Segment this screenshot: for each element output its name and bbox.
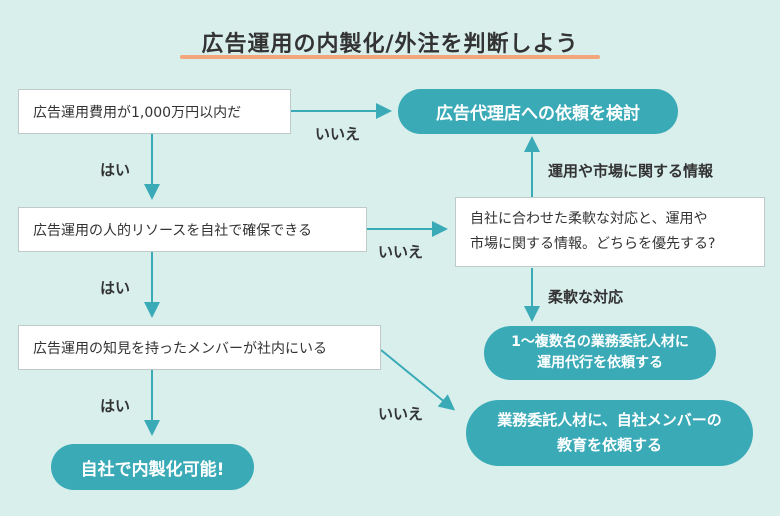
label-market-info: 運用や市場に関する情報 [548, 162, 714, 180]
arrow-q3-no [380, 349, 456, 411]
question-resources-text: 広告運用の人的リソースを自社で確保できる [33, 222, 313, 239]
result-inhouse-text: 自社で内製化可能! [80, 459, 225, 480]
result-agency-text: 広告代理店への依頼を検討 [436, 104, 640, 124]
question-knowledge: 広告運用の知見を持ったメンバーが社内にいる [18, 325, 381, 370]
result-freelance: 1〜複数名の業務委託人材に 運用代行を依頼する [484, 326, 716, 380]
result-education-line2: 教育を依頼する [556, 436, 662, 454]
question-priority-line1: 自社に合わせた柔軟な対応と、運用や [470, 211, 708, 227]
result-inhouse: 自社で内製化可能! [51, 444, 254, 490]
question-priority-line2: 市場に関する情報。どちらを優先する? [470, 236, 716, 252]
question-budget-text: 広告運用費用が1,000万円以内だ [33, 104, 242, 121]
result-education: 業務委託人材に、自社メンバーの 教育を依頼する [466, 400, 753, 466]
result-freelance-line2: 運用代行を依頼する [537, 355, 663, 371]
label-yes-2: はい [100, 279, 131, 297]
label-no-3: いいえ [378, 405, 424, 423]
label-flexible: 柔軟な対応 [548, 288, 624, 306]
label-yes-3: はい [100, 397, 131, 415]
label-no-1: いいえ [315, 125, 361, 143]
question-priority: 自社に合わせた柔軟な対応と、運用や 市場に関する情報。どちらを優先する? [455, 197, 765, 267]
title-underline [180, 55, 600, 59]
question-budget: 広告運用費用が1,000万円以内だ [18, 89, 291, 134]
question-knowledge-text: 広告運用の知見を持ったメンバーが社内にいる [33, 340, 327, 357]
label-yes-1: はい [100, 161, 131, 179]
question-resources: 広告運用の人的リソースを自社で確保できる [18, 207, 367, 252]
result-education-line1: 業務委託人材に、自社メンバーの [497, 411, 722, 429]
label-no-2: いいえ [378, 243, 424, 261]
result-agency: 広告代理店への依頼を検討 [398, 89, 678, 134]
page-title: 広告運用の内製化/外注を判断しよう [201, 32, 579, 57]
result-freelance-line1: 1〜複数名の業務委託人材に [511, 334, 689, 350]
